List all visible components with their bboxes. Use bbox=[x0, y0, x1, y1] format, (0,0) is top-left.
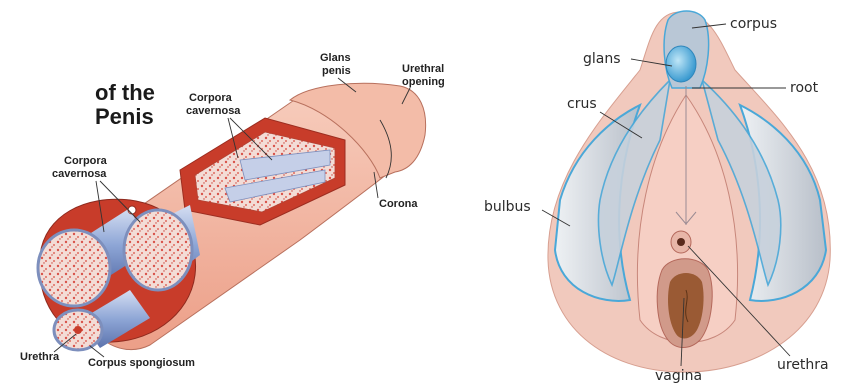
label-urethra-right: urethra bbox=[777, 357, 829, 373]
label-vagina: vagina bbox=[655, 368, 702, 384]
label-bulbus: bulbus bbox=[484, 199, 531, 215]
right-corpus-cavernosum-section bbox=[124, 210, 192, 290]
label-corpora-cavernosa-left-1: Corpora bbox=[64, 155, 108, 167]
clitoral-glans bbox=[666, 46, 696, 82]
label-urethra-left: Urethra bbox=[20, 351, 60, 363]
diagram-title-line-2: Penis bbox=[95, 104, 154, 129]
clitoris-diagram: corpus glans root crus bulbus vagina ure… bbox=[484, 11, 830, 384]
label-corpora-cavernosa-top-2: cavernosa bbox=[186, 105, 241, 117]
label-root: root bbox=[790, 80, 819, 96]
penis-diagram: of the Penis Glans penis Urethral openin… bbox=[20, 52, 445, 369]
label-corpora-cavernosa-top-1: Corpora bbox=[189, 92, 233, 104]
label-crus: crus bbox=[567, 96, 597, 112]
label-glans: glans bbox=[583, 51, 621, 67]
label-corona: Corona bbox=[379, 198, 418, 210]
label-glans-penis-1: Glans bbox=[320, 52, 351, 64]
label-urethral-opening-1: Urethral bbox=[402, 63, 444, 75]
label-corpus: corpus bbox=[730, 16, 777, 32]
label-corpus-spongiosum: Corpus spongiosum bbox=[88, 357, 195, 369]
urethra-lumen bbox=[74, 326, 82, 334]
label-urethral-opening-2: opening bbox=[402, 76, 445, 88]
left-corpus-cavernosum-section bbox=[38, 230, 110, 306]
diagram-title-line-1: of the bbox=[95, 80, 155, 105]
label-glans-penis-2: penis bbox=[322, 65, 351, 77]
label-corpora-cavernosa-left-2: cavernosa bbox=[52, 168, 107, 180]
